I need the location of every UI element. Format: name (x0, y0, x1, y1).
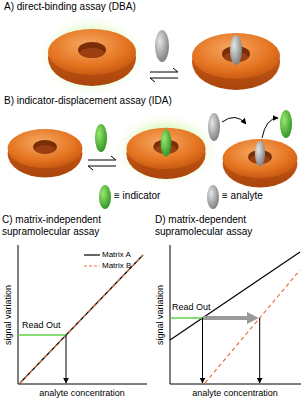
axis-label: signal variation (3, 285, 14, 345)
legend-line-sample (84, 252, 100, 258)
legend-text: Matrix B (102, 262, 131, 271)
readout-label: Read Out (172, 302, 211, 313)
key-label: ≡ analyte (222, 190, 263, 202)
legend-line-sample (84, 263, 100, 269)
chart-d (170, 245, 301, 384)
legend-text: Matrix A (102, 251, 131, 260)
chart-c (18, 245, 147, 384)
axis-label: signal variation (155, 285, 166, 345)
legend-item: Matrix B (84, 262, 131, 271)
axis-label: analyte concentration (39, 388, 125, 399)
panel-b-illustration (8, 110, 298, 209)
key-label: ≡ indicator (114, 190, 160, 202)
panel-title: C) matrix-independent supramolecular ass… (2, 214, 150, 238)
panel-title: A) direct-binding assay (DBA) (4, 1, 136, 13)
panel-a-illustration (36, 14, 280, 98)
panel-title: D) matrix-dependent supramolecular assay (155, 214, 303, 238)
panel-title: B) indicator-displacement assay (IDA) (4, 95, 172, 107)
readout-label: Read Out (22, 320, 61, 331)
legend-item: Matrix A (84, 251, 131, 260)
axis-label: analyte concentration (192, 388, 278, 399)
